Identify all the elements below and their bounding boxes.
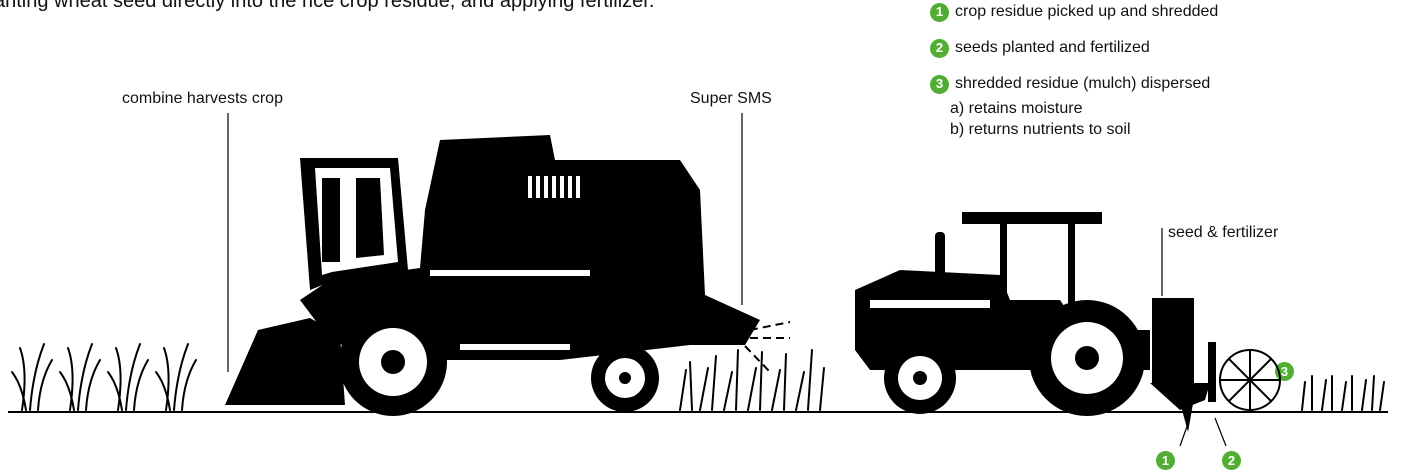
rice-plants-right xyxy=(1302,376,1384,410)
rice-plants-left xyxy=(12,344,196,410)
mulch-spreader-wheel xyxy=(1220,350,1280,410)
sms-spray xyxy=(745,322,790,372)
tractor xyxy=(855,212,1210,432)
rice-plants-middle xyxy=(680,350,824,410)
